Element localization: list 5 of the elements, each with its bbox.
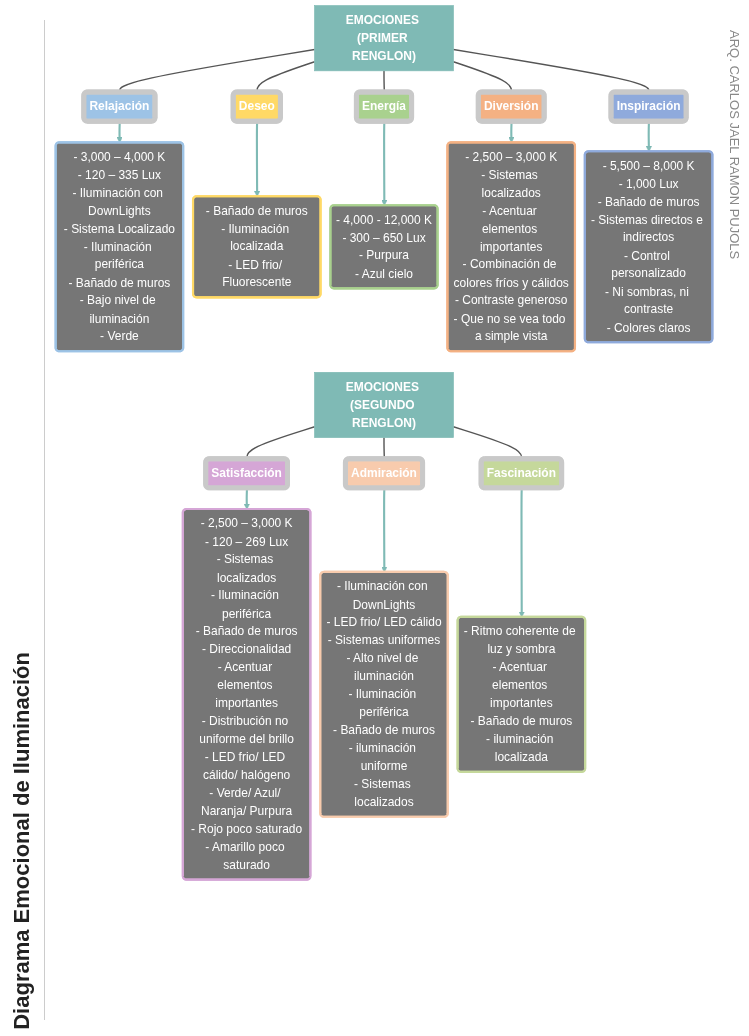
arrow: [243, 488, 250, 510]
diagram-title: Diagrama Emocional de Iluminación: [9, 652, 35, 1030]
node-box: EMOCIONES (SEGUNDO RENGLON): [314, 372, 454, 438]
node-box: EMOCIONES (PRIMER RENGLON): [314, 5, 454, 72]
author-credit: ARQ. CARLOS JAEL RAMON PUJOLS: [726, 30, 742, 262]
